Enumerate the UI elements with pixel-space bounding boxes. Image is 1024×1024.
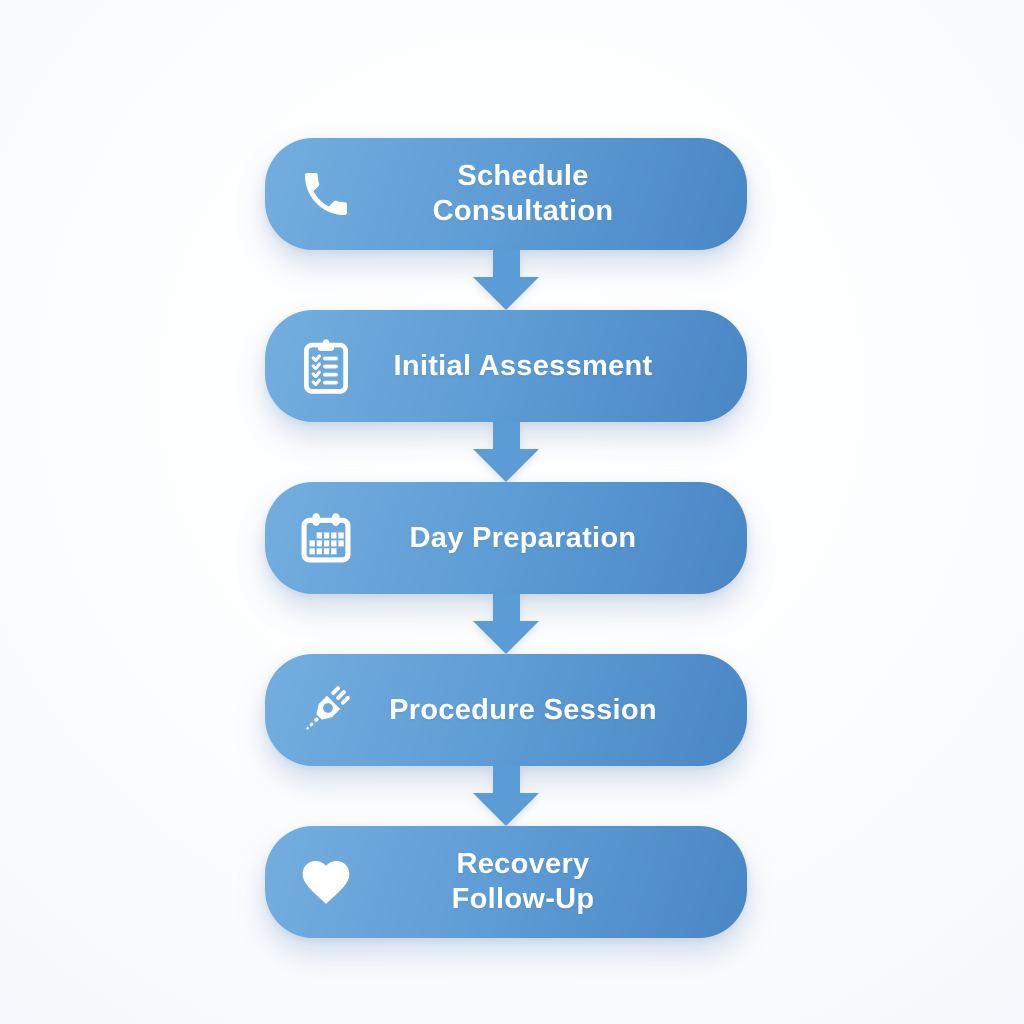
flow-step: Initial Assessment (265, 310, 747, 422)
arrow-stem (492, 250, 520, 277)
arrow-head (473, 793, 539, 826)
arrow-head (473, 277, 539, 310)
arrow-stem (492, 422, 520, 449)
step-label: Schedule Consultation (432, 160, 614, 227)
calendar-icon (298, 509, 354, 567)
arrow-head (473, 449, 539, 482)
down-arrow-icon (473, 766, 539, 826)
down-arrow-icon (473, 594, 539, 654)
flow-step: Procedure Session (265, 654, 747, 766)
flow-step: Day Preparation (265, 482, 747, 594)
down-arrow-icon (473, 422, 539, 482)
laser-handpiece-icon (298, 681, 354, 739)
arrow-stem (492, 594, 520, 621)
step-label: Initial Assessment (393, 349, 653, 382)
down-arrow-icon (473, 250, 539, 310)
step-label: Recovery Follow-Up (451, 848, 595, 915)
flow-step: Recovery Follow-Up (265, 826, 747, 938)
phone-icon (298, 165, 354, 223)
step-label: Procedure Session (389, 693, 657, 726)
arrow-head (473, 621, 539, 654)
flow-step: Schedule Consultation (265, 138, 747, 250)
arrow-stem (492, 766, 520, 793)
heart-icon (298, 853, 354, 911)
step-label: Day Preparation (409, 521, 637, 554)
clipboard-checklist-icon (298, 337, 354, 395)
